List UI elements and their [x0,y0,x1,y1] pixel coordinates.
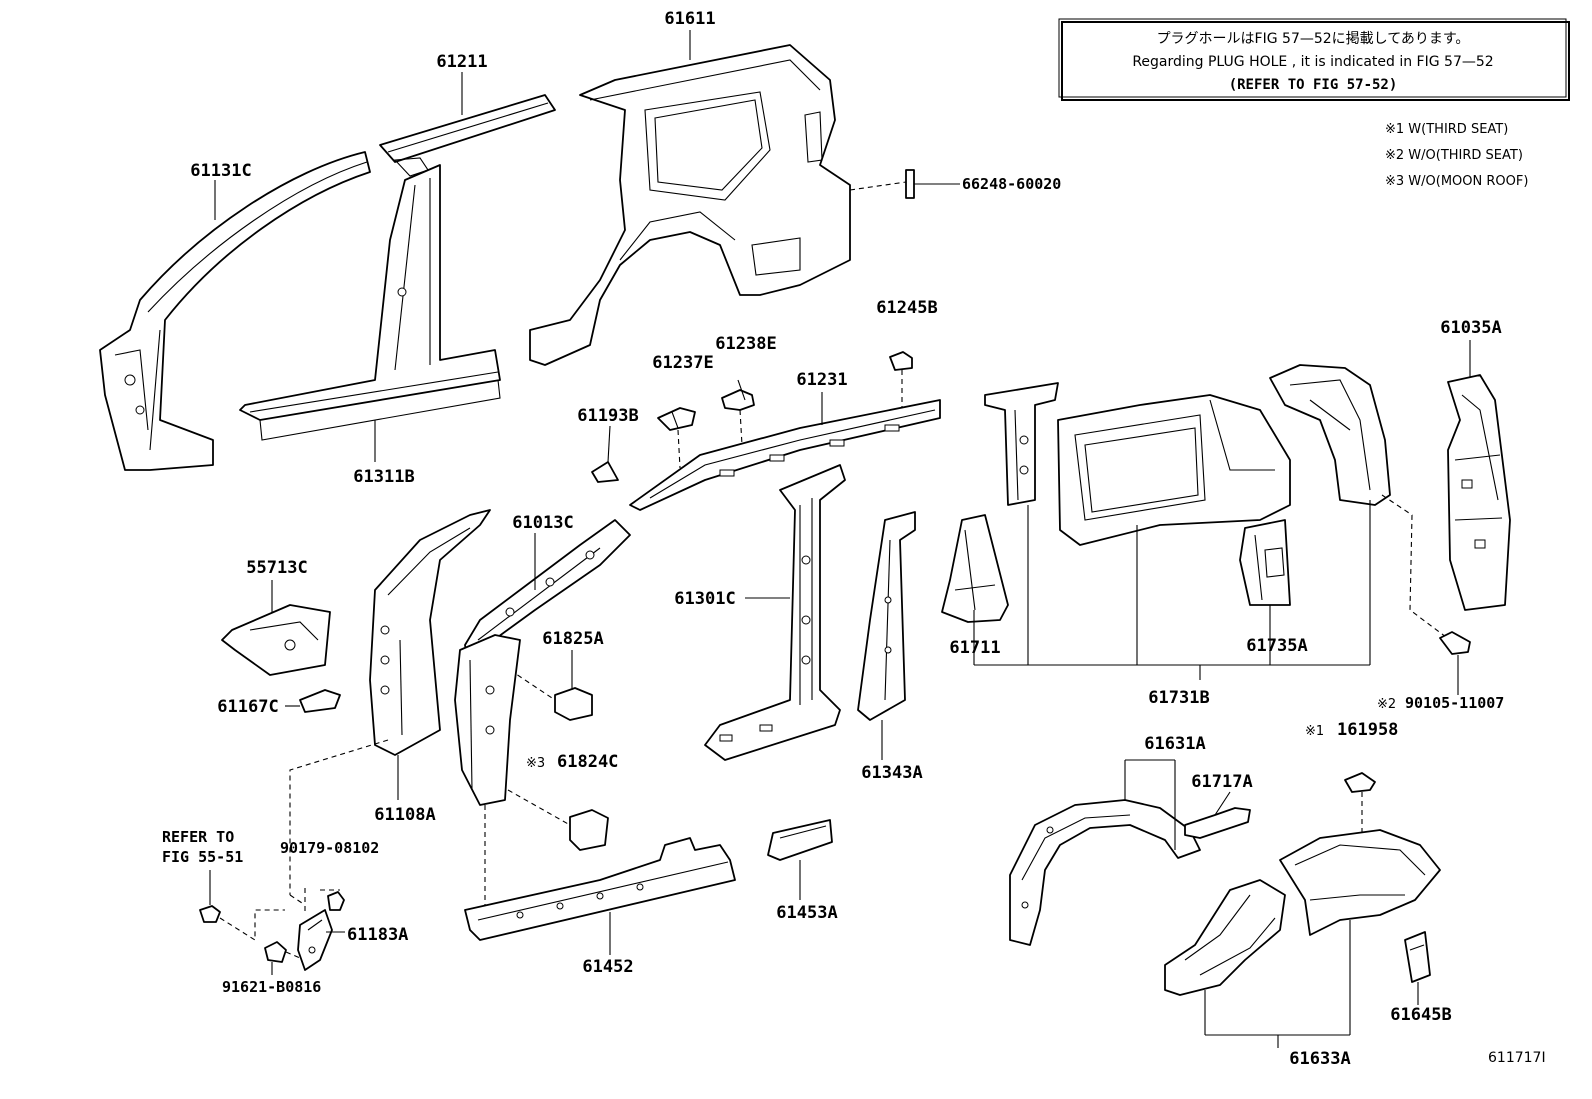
label-61167C: 61167C [217,697,278,717]
part-61193B-shape [591,461,619,483]
part-61645B-shape [1404,931,1431,1005]
label-61824C-mark: ※3 [526,756,545,771]
label-90105-11007: 90105-11007 [1405,694,1504,712]
part-61245B-shape [889,351,913,410]
label-61131C: 61131C [190,161,251,181]
plug-hole-note: プラグホールはFIG 57—52に掲載してあります。 Regarding PLU… [1058,18,1570,101]
part-55713C-shape [221,604,331,676]
part-61717A-shape [1184,807,1251,839]
part-61611-shape [529,44,851,366]
label-61452: 61452 [582,957,633,977]
label-61311B: 61311B [353,467,414,487]
part-66248-shape [849,169,960,199]
part-61237E-shape [657,407,696,469]
part-hinge-pillar-shape [454,634,521,910]
legend-item-1: ※1 W(THIRD SEAT) [1385,122,1508,137]
part-61824C-shape [507,789,609,851]
label-61645B: 61645B [1390,1005,1451,1025]
label-61108A: 61108A [374,805,435,825]
part-61211-shape [379,94,556,177]
part-61231-shape [629,399,941,511]
label-61711: 61711 [949,638,1000,658]
part-61183A-shape [289,894,333,971]
label-61231: 61231 [796,370,847,390]
label-61633A: 61633A [1289,1049,1350,1069]
label-61035A: 61035A [1440,318,1501,338]
part-61311B-shape [239,164,501,441]
part-61452-shape [464,837,736,941]
label-61013C: 61013C [512,513,573,533]
group-61631A-leaders [1124,759,1176,850]
label-61238E: 61238E [715,334,776,354]
part-61631A-shape [1009,799,1201,946]
part-61633A-shape [1164,829,1441,996]
legend-item-3: ※3 W/O(MOON ROOF) [1385,174,1528,189]
part-91621-shape [264,941,301,975]
label-61245B: 61245B [876,298,937,318]
label-61343A: 61343A [861,763,922,783]
label-91621-B0816: 91621-B0816 [222,978,321,996]
label-refer-to: REFER TO [162,828,234,846]
part-bolt-refer-shape [199,870,285,941]
part-61735A-shape [1239,519,1291,606]
label-66248-60020: 66248-60020 [962,175,1061,193]
label-61825A: 61825A [542,629,603,649]
note-line-jp: プラグホールはFIG 57—52に掲載してあります。 [1157,31,1470,47]
figure-id: 611717I [1488,1050,1546,1066]
label-55713C: 55713C [246,558,307,578]
part-161958-shape [1344,772,1376,840]
label-61611: 61611 [664,9,715,29]
part-90105-shape [1381,494,1471,695]
note-line-ref: (REFER TO FIG 57-52) [1229,77,1398,93]
label-61631A: 61631A [1144,734,1205,754]
label-61193B: 61193B [577,406,638,426]
part-61131C-shape [99,151,371,471]
part-61825A-shape [494,659,593,721]
label-61183A: 61183A [347,925,408,945]
group-61633A-leaders [1204,920,1351,1048]
label-61735A: 61735A [1246,636,1307,656]
part-61711-shape [941,514,1009,623]
legend: ※1 W(THIRD SEAT) ※2 W/O(THIRD SEAT) ※3 W… [1385,122,1528,189]
leader-lines [214,30,1471,955]
part-labels: 61611 61211 61131C 61311B 66248-60020 61… [162,9,1546,1069]
label-61717A: 61717A [1191,772,1252,792]
part-61731B-shape [984,364,1391,546]
part-90179-shape [304,888,345,915]
part-61301C-shape [704,464,846,761]
part-61167C-shape [299,689,341,713]
label-61731B: 61731B [1148,688,1209,708]
label-161958: 161958 [1337,720,1398,740]
label-61824C: 61824C [557,752,618,772]
label-90105-mark: ※2 [1377,697,1396,712]
part-61343A-shape [857,511,916,721]
legend-item-2: ※2 W/O(THIRD SEAT) [1385,148,1523,163]
label-90179-08102: 90179-08102 [280,839,379,857]
part-61238E-shape [721,379,755,446]
label-refer-fig: FIG 55-51 [162,848,243,866]
part-61108A-shape [289,509,491,895]
note-line-en: Regarding PLUG HOLE , it is indicated in… [1132,54,1493,70]
label-61211: 61211 [436,52,487,72]
label-61237E: 61237E [652,353,713,373]
group-61731B-leaders [974,500,1371,680]
part-61453A-shape [767,819,833,861]
label-61453A: 61453A [776,903,837,923]
label-161958-mark: ※1 [1305,724,1324,739]
part-61035A-shape [1447,374,1511,611]
label-61301C: 61301C [674,589,735,609]
